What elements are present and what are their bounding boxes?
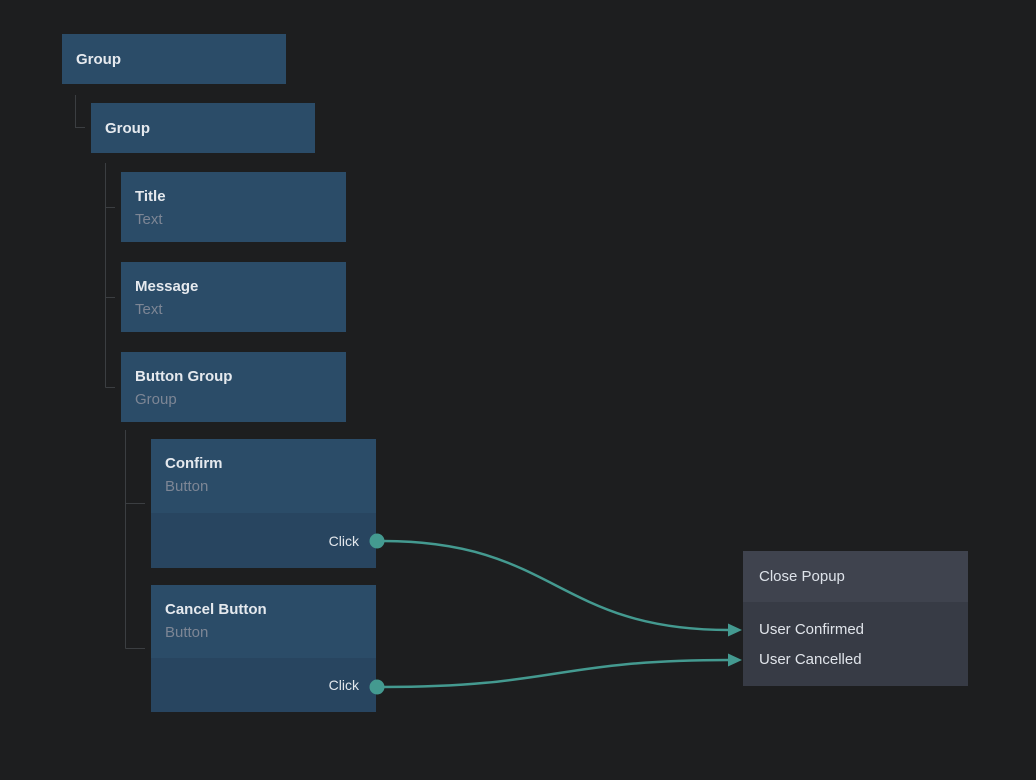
node-head: Cancel Button Button	[151, 585, 376, 658]
node-type-label: Group	[135, 391, 177, 408]
node-label: Button Group	[135, 368, 233, 385]
port-label: Click	[328, 677, 359, 693]
node-label: Message	[135, 278, 199, 295]
node-type-label: Button	[165, 478, 209, 495]
node-cancel-button[interactable]: Cancel Button Button Click	[151, 585, 376, 712]
node-head: Button Group Group	[121, 352, 346, 411]
node-button-group[interactable]: Button Group Group	[121, 352, 346, 422]
input-port-user-confirmed[interactable]: User Confirmed	[759, 621, 865, 638]
node-close-popup[interactable]: Close Popup User Confirmed User Cancelle…	[743, 551, 968, 686]
node-type-label: Button	[165, 624, 209, 641]
action-node-title: Close Popup	[743, 551, 968, 602]
node-label: Cancel Button	[165, 601, 267, 618]
node-label: Group	[76, 50, 121, 68]
node-confirm[interactable]: Confirm Button Click	[151, 439, 376, 568]
node-group-1[interactable]: Group	[62, 34, 286, 84]
node-label: Title	[135, 188, 166, 205]
port-label: Click	[328, 532, 359, 549]
node-title[interactable]: Title Text	[121, 172, 346, 242]
node-label: Group	[105, 119, 150, 137]
node-type-label: Text	[135, 211, 163, 228]
port-row-confirm-click[interactable]: Click	[151, 513, 376, 568]
node-head: Confirm Button	[151, 439, 376, 513]
node-head: Message Text	[121, 262, 346, 321]
node-label: Confirm	[165, 455, 223, 472]
port-row-cancel-click[interactable]: Click	[151, 658, 376, 712]
node-message[interactable]: Message Text	[121, 262, 346, 332]
input-port-user-cancelled[interactable]: User Cancelled	[759, 651, 862, 668]
node-head: Title Text	[121, 172, 346, 231]
action-node-body: User Confirmed User Cancelled	[743, 602, 968, 675]
node-type-label: Text	[135, 301, 163, 318]
node-group-2[interactable]: Group	[91, 103, 315, 153]
